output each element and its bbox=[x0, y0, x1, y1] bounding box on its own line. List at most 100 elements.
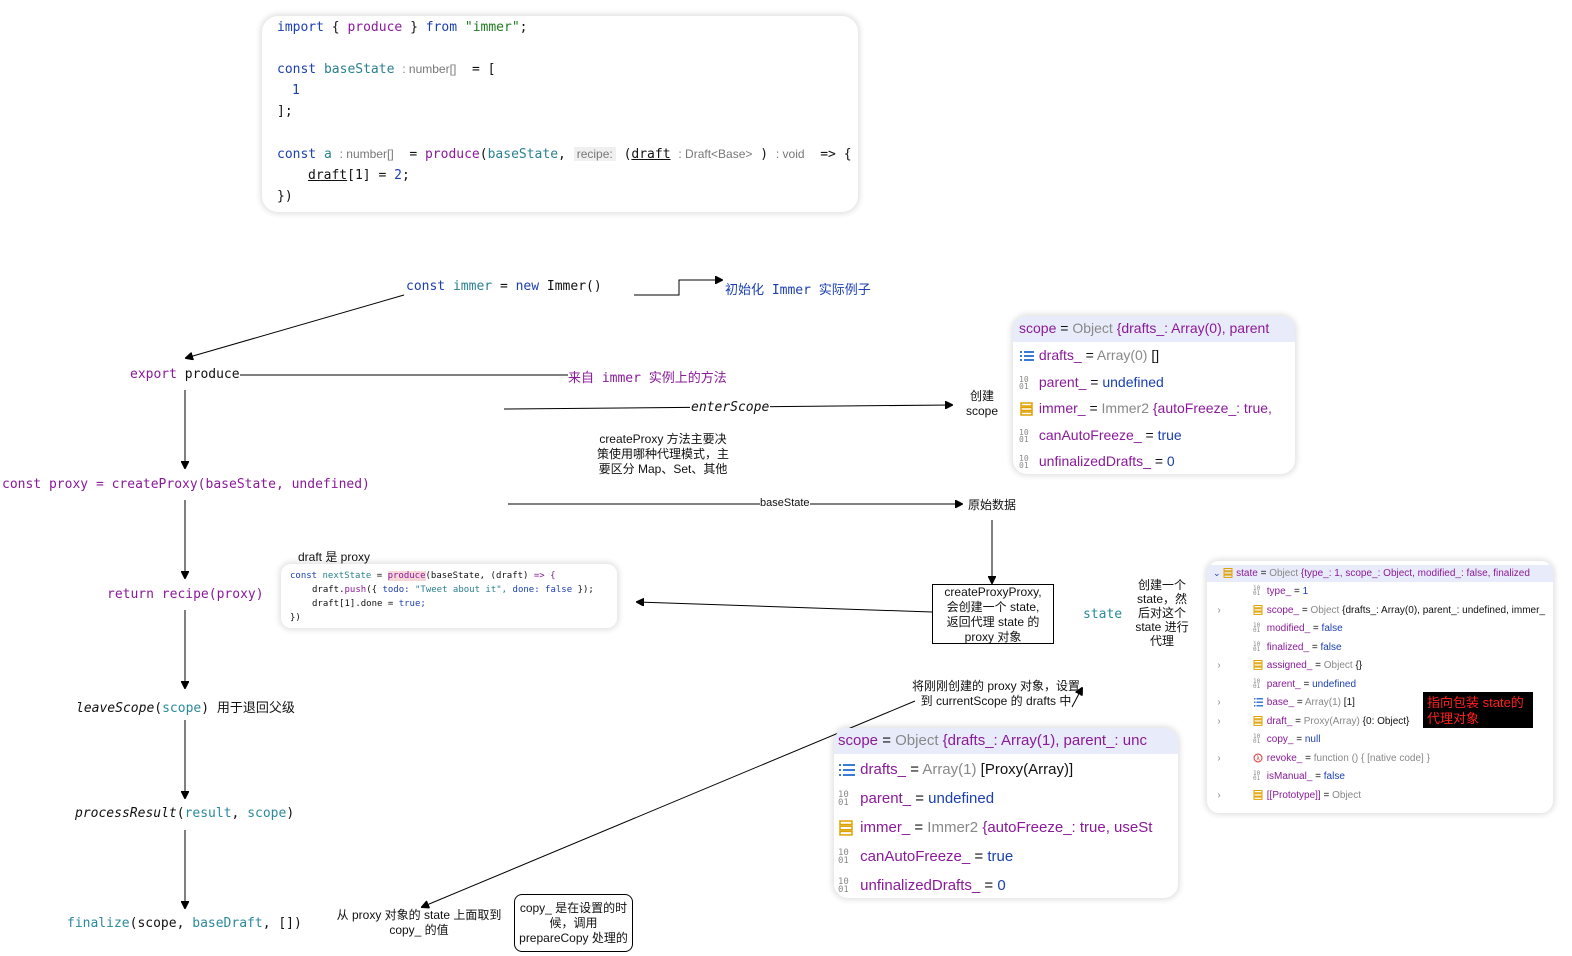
debug-eq: = bbox=[1315, 660, 1321, 671]
code-token: ) bbox=[760, 147, 769, 162]
debug-value: true bbox=[1157, 427, 1182, 443]
code-token: done: bbox=[512, 585, 540, 595]
code-token: { bbox=[331, 20, 340, 35]
code-token: nextState bbox=[322, 571, 372, 581]
code-token: new bbox=[515, 279, 540, 294]
chevron-down-icon: ⌄ bbox=[1213, 568, 1221, 578]
arrow-setdrafts bbox=[1071, 688, 1082, 708]
debug-value: {drafts_: Array(0), parent bbox=[1116, 320, 1270, 336]
code-token: from bbox=[425, 20, 458, 35]
object-icon bbox=[1223, 568, 1233, 579]
debug-type: function () { [native code] } bbox=[1313, 752, 1430, 764]
code-token: ({ bbox=[366, 585, 378, 595]
debug-eq: = bbox=[1089, 400, 1098, 416]
chevron-right-icon[interactable]: › bbox=[1217, 752, 1221, 764]
scope-card-2-row: drafts_ = Array(1) [Proxy(Array)] bbox=[838, 761, 1073, 778]
code-token: draft bbox=[308, 168, 348, 183]
debug-eq: = bbox=[1303, 678, 1310, 690]
code-token: proxy bbox=[48, 477, 89, 492]
code-line-close-bracket: ]; bbox=[277, 104, 293, 119]
code-token: produce bbox=[387, 571, 426, 581]
debug-type: Object bbox=[1323, 660, 1353, 671]
debug-value: true bbox=[987, 848, 1014, 865]
state-card-row[interactable]: › [[Prototype]] = Object bbox=[1213, 790, 1361, 801]
code-token: ( bbox=[129, 916, 138, 931]
draft-snippet-card: const nextState = produce(baseState, (dr… bbox=[281, 564, 617, 628]
code-token: baseDraft bbox=[192, 916, 263, 931]
state-card-row[interactable]: › assigned_ = Object {} bbox=[1213, 660, 1362, 671]
debug-value: false bbox=[1321, 623, 1343, 634]
chevron-right-icon[interactable]: › bbox=[1217, 604, 1221, 616]
snippet-line-3: draft[1].done = true; bbox=[312, 597, 426, 611]
chevron-right-icon[interactable]: › bbox=[1217, 697, 1221, 708]
export-produce: export produce bbox=[130, 367, 240, 382]
chevron-right-icon[interactable]: › bbox=[1217, 789, 1221, 801]
debug-key: isManual_ bbox=[1266, 771, 1313, 782]
code-token: draft[1].done bbox=[312, 599, 383, 609]
code-line-produce: const a : number[] = produce(baseState, … bbox=[277, 147, 852, 162]
state-card-row[interactable]: › base_ = Array(1) [1] bbox=[1213, 697, 1355, 708]
debug-eq: = bbox=[1296, 697, 1303, 708]
type-hint: : number[] bbox=[339, 147, 394, 161]
debug-value: [] bbox=[1151, 347, 1160, 363]
code-token: "immer" bbox=[464, 20, 520, 35]
arrow-immer-note bbox=[634, 280, 722, 296]
debug-value: undefined bbox=[928, 790, 995, 807]
code-token: const bbox=[277, 62, 317, 77]
debug-type: Object bbox=[1072, 320, 1113, 336]
function-icon: λ bbox=[1253, 753, 1264, 764]
debug-eq: = bbox=[1301, 604, 1308, 616]
code-token: "Tweet about it", bbox=[414, 585, 508, 595]
code-token: = bbox=[471, 62, 480, 77]
debug-key: drafts_ bbox=[1038, 347, 1082, 363]
debug-key: parent_ bbox=[1038, 374, 1087, 390]
debug-value: null bbox=[1304, 734, 1321, 745]
code-token: Immer() bbox=[546, 279, 602, 294]
debug-eq: = bbox=[1295, 715, 1301, 727]
debug-value: 0 bbox=[997, 877, 1006, 894]
code-token: scope bbox=[247, 806, 287, 821]
copy-prepare-box: copy_ 是在设置的时 候，调用 prepareCopy 处理的 bbox=[514, 894, 633, 952]
state-card-row[interactable]: › draft_ = Proxy(Array) {0: Object} bbox=[1213, 716, 1409, 727]
code-token: true; bbox=[398, 599, 426, 609]
code-token: ]; bbox=[277, 104, 293, 119]
immer-init-note: 初始化 Immer 实际例子 bbox=[725, 283, 871, 298]
debug-key: finalized_ bbox=[1266, 641, 1310, 653]
debug-key: drafts_ bbox=[860, 761, 907, 778]
code-token: ; bbox=[519, 20, 528, 35]
debug-key: immer_ bbox=[1038, 400, 1086, 416]
debug-eq: = bbox=[1315, 771, 1321, 782]
scope-debug-card-2: scope = Object {drafts_: Array(1), paren… bbox=[834, 728, 1178, 898]
code-token: => { bbox=[533, 571, 556, 581]
chevron-right-icon[interactable]: › bbox=[1217, 660, 1221, 671]
state-card-row[interactable]: › scope_ = Object {drafts_: Array(0), pa… bbox=[1213, 605, 1545, 616]
arrow-box-snippet bbox=[637, 602, 933, 613]
finalize-code: finalize(scope, baseDraft, []) bbox=[67, 916, 302, 931]
state-card-header[interactable]: ⌄ state = Object {type_: 1, scope_: Obje… bbox=[1207, 565, 1553, 582]
return-recipe-code: return recipe(proxy) bbox=[107, 587, 264, 602]
state-card-row[interactable]: ›λ revoke_ = function () { [native code]… bbox=[1213, 753, 1430, 764]
snippet-line-4: }) bbox=[290, 611, 301, 625]
code-token: 1 bbox=[292, 83, 300, 98]
code-token: return bbox=[107, 587, 154, 602]
code-token: produce bbox=[424, 147, 480, 162]
code-token: , bbox=[176, 916, 185, 931]
code-token: false bbox=[545, 585, 573, 595]
draft-is-proxy-label: draft 是 proxy bbox=[298, 550, 371, 564]
object-icon bbox=[1253, 604, 1264, 616]
state-callout-box: 指向包装 state的 代理对象 bbox=[1423, 692, 1533, 728]
create-proxy-code: const proxy = createProxy(baseState, und… bbox=[2, 477, 370, 492]
debug-key: draft_ bbox=[1266, 715, 1293, 727]
code-token: ( bbox=[176, 806, 185, 821]
set-drafts-note: 将刚刚创建的 proxy 对象，设置 到 currentScope 的 draf… bbox=[912, 679, 1081, 708]
code-token: (proxy) bbox=[208, 587, 264, 602]
chevron-right-icon[interactable]: › bbox=[1217, 715, 1221, 727]
state-debug-card: ⌄ state = Object {type_: 1, scope_: Obje… bbox=[1207, 561, 1553, 813]
code-token: ) bbox=[201, 701, 210, 716]
code-token: scope bbox=[162, 701, 202, 716]
